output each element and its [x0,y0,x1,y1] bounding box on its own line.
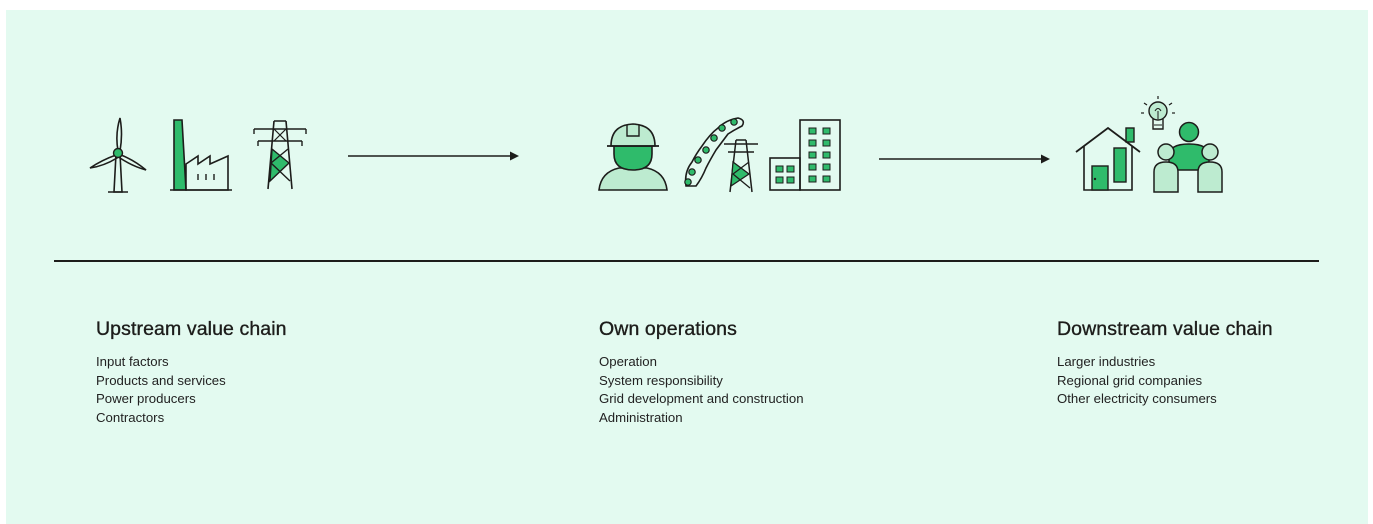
office-building-icon [768,118,844,192]
flow-arrow-1 [348,150,520,162]
own-operations-title: Own operations [599,318,737,340]
list-item: Grid development and construction [599,391,804,406]
transmission-tower-icon [252,119,308,191]
upstream-list: Input factors Products and services Powe… [96,353,287,427]
own-operations-column: Own operations Operation System responsi… [599,318,804,427]
own-operations-list: Operation System responsibility Grid dev… [599,353,804,427]
upstream-title: Upstream value chain [96,318,287,340]
downstream-column: Downstream value chain Larger industries… [1057,318,1273,409]
downstream-list: Larger industries Regional grid companie… [1057,353,1273,409]
list-item: Other electricity consumers [1057,391,1217,406]
list-item: Power producers [96,391,196,406]
lightbulb-icon [1140,95,1176,137]
list-item: Administration [599,409,683,425]
people-group-icon [1152,120,1226,194]
list-item: Larger industries [1057,354,1156,369]
worker-hard-hat-icon [597,120,669,192]
upstream-column: Upstream value chain Input factors Produ… [96,318,287,427]
house-icon [1074,126,1146,192]
section-divider [54,260,1319,262]
list-item: Contractors [96,409,165,425]
list-item: Operation [599,354,657,369]
list-item: Products and services [96,372,226,388]
list-item: Input factors [96,354,169,369]
wind-turbine-icon [86,116,150,196]
flow-arrow-2 [879,153,1051,165]
downstream-title: Downstream value chain [1057,318,1273,340]
list-item: Regional grid companies [1057,372,1203,388]
list-item: System responsibility [599,372,723,388]
diagram-panel [6,10,1368,524]
norway-grid-map-icon [680,116,760,194]
factory-icon [170,118,232,194]
